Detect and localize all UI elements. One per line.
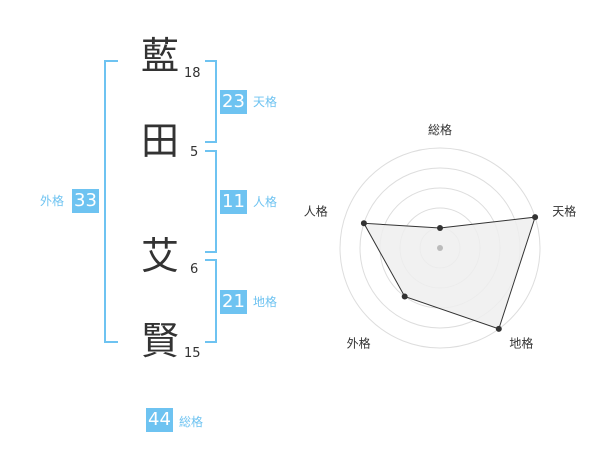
tenkaku-value: 23 <box>220 90 247 114</box>
gaikaku-bracket <box>104 60 118 343</box>
soukaku-value: 44 <box>146 408 173 432</box>
name-char-4: 賢 <box>140 319 179 363</box>
gaikaku-label: 外格 <box>40 194 65 208</box>
name-char-2: 田 <box>140 119 179 163</box>
radar-axis-label-5: 人格 <box>304 204 328 219</box>
radar-axis-label-3: 地格 <box>509 336 533 351</box>
radar-point-5 <box>360 220 367 227</box>
name-char-1: 藍 <box>140 34 179 78</box>
jinkaku-value: 11 <box>220 190 247 214</box>
radar-grid-ring-5 <box>339 147 541 349</box>
radar-point-2 <box>532 214 539 221</box>
radar-axis-label-1: 総格 <box>428 122 452 137</box>
tenkaku-bracket <box>205 60 217 143</box>
radar-point-1 <box>437 225 443 231</box>
stroke-count-4: 15 <box>184 346 201 361</box>
jinkaku-label: 人格 <box>253 195 278 209</box>
chikaku-value: 21 <box>220 290 247 314</box>
name-char-3: 艾 <box>140 234 179 278</box>
soukaku-label: 総格 <box>179 415 204 429</box>
chikaku-label: 地格 <box>253 295 278 309</box>
jinkaku-bracket <box>205 150 217 253</box>
tenkaku-label: 天格 <box>253 95 278 109</box>
radar-series-polygon <box>363 216 536 330</box>
radar-center-dot <box>437 245 443 251</box>
radar-axis-label-4: 外格 <box>347 336 371 351</box>
stroke-count-3: 6 <box>190 262 199 277</box>
chikaku-bracket <box>205 259 217 343</box>
radar-axis-label-2: 天格 <box>552 204 576 219</box>
stroke-count-1: 18 <box>184 66 201 81</box>
radar-point-3 <box>495 325 502 332</box>
gaikaku-value: 33 <box>72 189 99 213</box>
radar-point-4 <box>401 293 408 300</box>
stroke-count-2: 5 <box>190 145 199 160</box>
